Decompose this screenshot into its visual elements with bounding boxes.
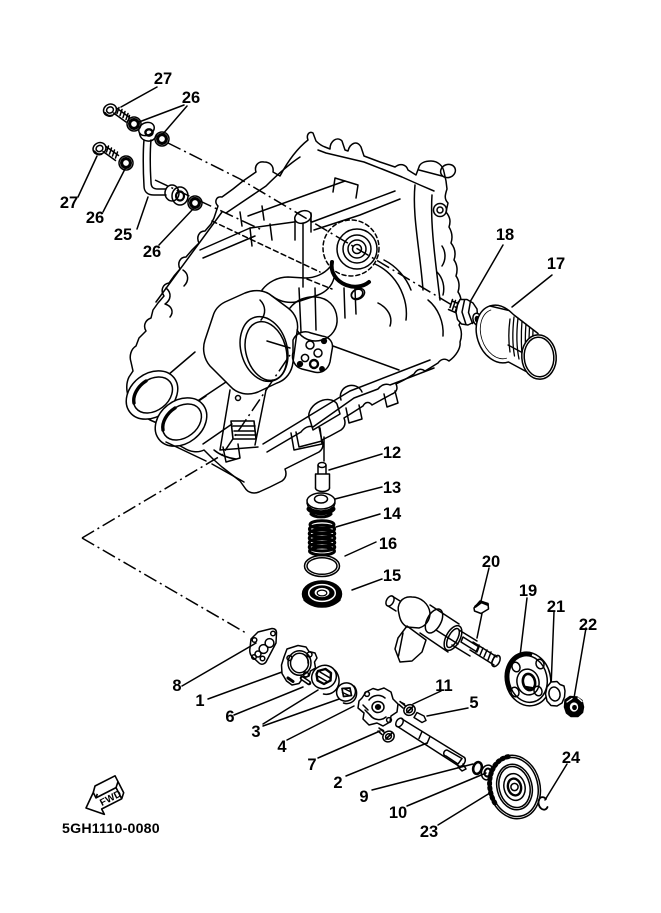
svg-text:1: 1 [195,692,204,710]
svg-text:21: 21 [547,598,565,616]
svg-text:16: 16 [379,535,397,553]
svg-text:27: 27 [60,194,78,212]
svg-text:27: 27 [154,70,172,88]
svg-text:15: 15 [383,567,401,585]
svg-text:12: 12 [383,444,401,462]
svg-text:FWD: FWD [98,789,123,809]
svg-text:23: 23 [420,823,438,841]
svg-text:17: 17 [547,255,565,273]
svg-text:19: 19 [519,582,537,600]
svg-text:7: 7 [307,756,316,774]
svg-text:26: 26 [182,89,200,107]
svg-text:10: 10 [389,804,407,822]
svg-text:2: 2 [333,774,342,792]
svg-text:5: 5 [469,694,478,712]
svg-text:20: 20 [482,553,500,571]
svg-text:11: 11 [435,677,452,695]
svg-text:5GH1110-0080: 5GH1110-0080 [62,821,160,837]
svg-text:25: 25 [114,226,132,244]
svg-text:13: 13 [383,479,401,497]
svg-text:14: 14 [383,505,402,523]
svg-text:22: 22 [579,616,597,634]
svg-text:18: 18 [496,226,514,244]
svg-text:26: 26 [86,209,104,227]
svg-text:6: 6 [225,708,234,726]
svg-text:8: 8 [172,677,181,695]
svg-text:3: 3 [251,723,260,741]
svg-text:9: 9 [359,788,368,806]
svg-text:24: 24 [562,749,581,767]
svg-text:26: 26 [143,243,161,261]
svg-text:4: 4 [277,738,287,756]
